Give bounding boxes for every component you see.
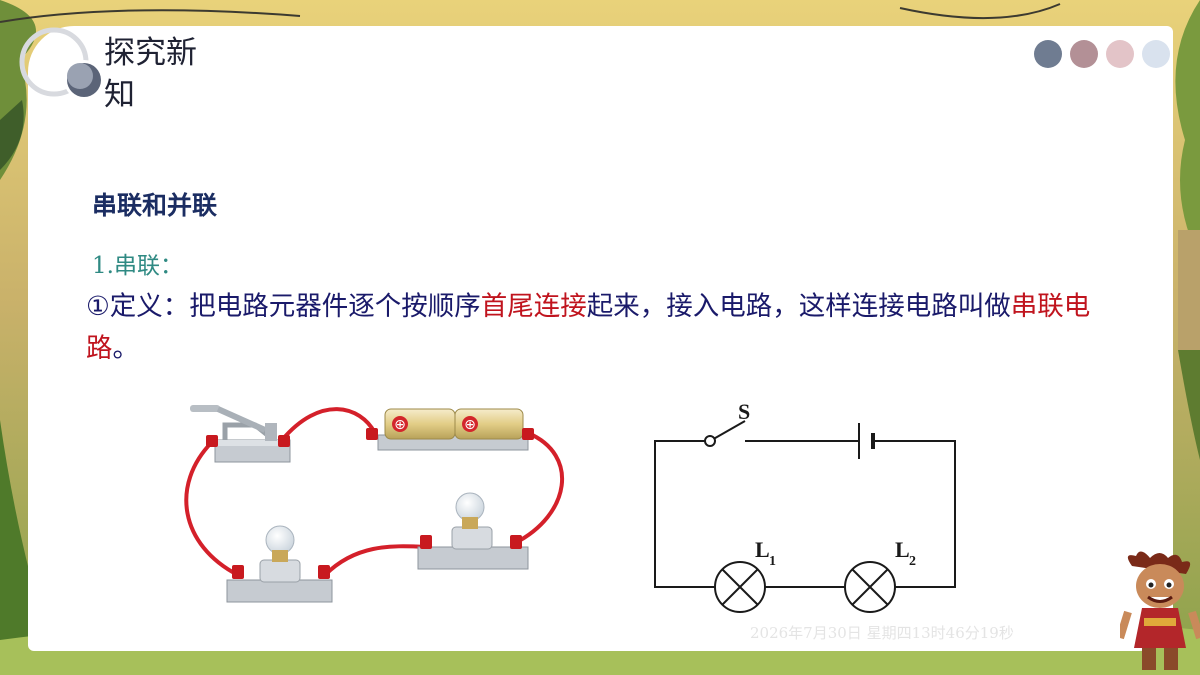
title-ring-icon <box>19 27 104 100</box>
definition-part2: 起来，接入电路，这样连接电路叫做 <box>586 291 1011 322</box>
series-circuit-illustration: ⊕ ⊕ <box>184 405 565 603</box>
lamp-2-label: L <box>895 537 910 562</box>
switch-label: S <box>738 399 750 424</box>
subsection-label: 1.串联： <box>92 253 183 279</box>
highlight-series-circuit: 串联电路 <box>86 291 1091 364</box>
series-circuit-schematic: S L 1 L 2 <box>654 399 956 613</box>
battery-plus-2: ⊕ <box>464 417 476 433</box>
battery-holder: ⊕ ⊕ <box>366 408 534 451</box>
content-panel <box>28 26 1173 651</box>
definition-prefix: ①定义： <box>86 291 190 322</box>
knife-switch <box>190 405 291 463</box>
battery-plus-1: ⊕ <box>394 417 406 433</box>
lamp-1-holder <box>226 525 333 603</box>
section-heading: 串联和并联 <box>92 191 218 220</box>
definition-part3: 。 <box>112 333 140 364</box>
dot-icon <box>1070 40 1098 68</box>
definition-part1: 把电路元器件逐个按顺序 <box>189 291 481 322</box>
dot-icon <box>1034 40 1062 68</box>
cartoon-character-icon <box>1120 551 1200 670</box>
lamp-2-subscript: 2 <box>909 554 916 569</box>
dot-icon <box>1142 40 1170 68</box>
timestamp: 2026年7月30日 星期四13时46分19秒 <box>750 624 1014 642</box>
lamp-1-subscript: 1 <box>769 554 776 569</box>
decorative-dots <box>1034 40 1174 68</box>
definition-text: ①定义：把电路元器件逐个按顺序首尾连接起来，接入电路，这样连接电路叫做串联电路。 <box>86 286 1126 370</box>
page-title: 探究新知 <box>104 35 197 113</box>
dot-icon <box>1106 40 1134 68</box>
lamp-1-label: L <box>755 537 770 562</box>
lamp-2-holder <box>417 492 529 570</box>
highlight-head-to-tail: 首尾连接 <box>480 291 587 322</box>
